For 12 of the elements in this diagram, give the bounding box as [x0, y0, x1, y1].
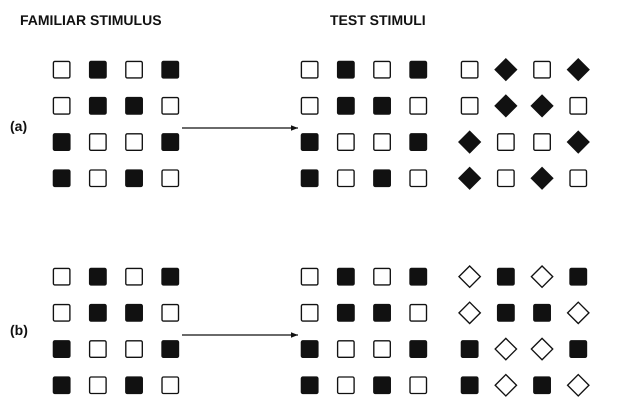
arrow — [182, 125, 298, 131]
square-grid-drawing — [458, 58, 590, 190]
square-grid-drawing — [50, 265, 182, 397]
arrow — [182, 332, 298, 338]
square-grid-drawing — [298, 265, 430, 397]
square-grid-drawing — [298, 58, 430, 190]
column-heading: FAMILIAR STIMULUS — [20, 12, 162, 28]
row-label: (a) — [10, 118, 28, 134]
column-heading: TEST STIMULI — [330, 12, 426, 28]
square-grid-drawing — [50, 58, 182, 190]
row-label: (b) — [10, 322, 28, 338]
square-grid-drawing — [458, 265, 590, 397]
